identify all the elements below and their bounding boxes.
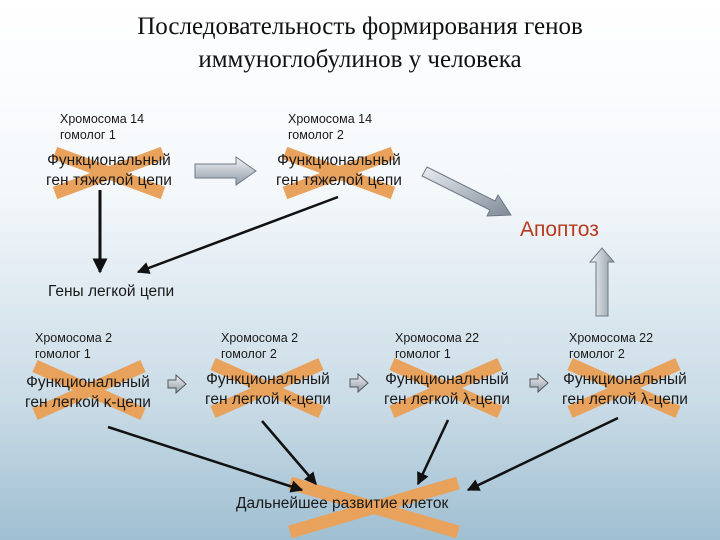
light-chain-genes-label: Гены легкой цепи bbox=[48, 283, 175, 300]
chromosome-name: Хромосома 14 bbox=[288, 112, 373, 126]
homolog-name: гомолог 2 bbox=[569, 347, 625, 361]
light-chrom4-label: Хромосома 22 гомолог 2 bbox=[569, 330, 653, 362]
chromosome-name: Хромосома 22 bbox=[395, 331, 480, 345]
gene-line-1: Функциональный bbox=[47, 152, 171, 169]
title-line-2: иммуноглобулинов у человека bbox=[198, 46, 522, 73]
light-next-block-arrow-2 bbox=[349, 372, 369, 394]
light-gene-3: Функциональный ген легкой λ-цепи bbox=[367, 370, 527, 410]
page-title: Последовательность формирования генов им… bbox=[0, 10, 720, 76]
gene-line-2: ген легкой λ-цепи bbox=[384, 391, 510, 408]
light-next-block-arrow-1 bbox=[167, 373, 187, 395]
gene-line-1: Функциональный bbox=[563, 371, 687, 388]
chromosome-name: Хромосома 22 bbox=[569, 331, 654, 345]
light-gene-1: Функциональный ген легкой κ-цепи bbox=[8, 373, 168, 413]
light-chrom3-label: Хромосома 22 гомолог 1 bbox=[395, 330, 479, 362]
homolog-name: гомолог 1 bbox=[35, 347, 91, 361]
heavy-cross-2 bbox=[282, 146, 396, 200]
apoptosis-block-arrow bbox=[421, 166, 512, 217]
homolog-name: гомолог 2 bbox=[288, 128, 344, 142]
gene-line-1: Функциональный bbox=[385, 371, 509, 388]
light-cross-3 bbox=[389, 358, 503, 418]
heavy-gene-2: Функциональный ген тяжелой цепи bbox=[260, 151, 418, 191]
light-cross-4 bbox=[567, 358, 681, 418]
further-development-cross bbox=[288, 476, 460, 539]
apoptosis-label: Апоптоз bbox=[520, 218, 599, 241]
gene-line-2: ген тяжелой цепи bbox=[46, 172, 172, 189]
heavy2-to-light-arrow bbox=[136, 195, 339, 274]
light4-to-development-arrow bbox=[466, 416, 619, 492]
light-cross-1 bbox=[32, 360, 146, 420]
gene-line-2: ген тяжелой цепи bbox=[276, 172, 402, 189]
light-cross-2 bbox=[210, 358, 324, 418]
light-gene-4: Функциональный ген легкой λ-цепи bbox=[545, 370, 705, 410]
chromosome-name: Хромосома 14 bbox=[60, 112, 145, 126]
homolog-name: гомолог 2 bbox=[221, 347, 277, 361]
title-line-1: Последовательность формирования генов bbox=[137, 13, 583, 40]
light-gene-2: Функциональный ген легкой κ-цепи bbox=[188, 370, 348, 410]
light1-to-development-arrow bbox=[107, 425, 304, 493]
light-chrom1-label: Хромосома 2 гомолог 1 bbox=[35, 330, 112, 362]
homolog-name: гомолог 1 bbox=[60, 128, 116, 142]
light-next-block-arrow-3 bbox=[529, 372, 549, 394]
gene-line-1: Функциональный bbox=[206, 371, 330, 388]
light-chrom2-label: Хромосома 2 гомолог 2 bbox=[221, 330, 298, 362]
light2-to-development-arrow bbox=[261, 420, 317, 485]
heavy-cross-1 bbox=[52, 146, 166, 200]
heavy-next-block-arrow bbox=[194, 156, 257, 186]
gene-line-2: ген легкой κ-цепи bbox=[205, 391, 331, 408]
light3-to-development-arrow bbox=[416, 419, 450, 486]
gene-line-2: ген легкой λ-цепи bbox=[562, 391, 688, 408]
heavy-chrom1-label: Хромосома 14 гомолог 1 bbox=[60, 111, 144, 143]
further-development-label: Дальнейшее развитие клеток bbox=[236, 495, 449, 512]
apoptosis-up-arrow bbox=[588, 247, 616, 317]
gene-line-1: Функциональный bbox=[26, 374, 150, 391]
gene-line-1: Функциональный bbox=[277, 152, 401, 169]
gene-line-2: ген легкой κ-цепи bbox=[25, 394, 151, 411]
chromosome-name: Хромосома 2 bbox=[221, 331, 299, 345]
homolog-name: гомолог 1 bbox=[395, 347, 451, 361]
chromosome-name: Хромосома 2 bbox=[35, 331, 113, 345]
heavy-gene-1: Функциональный ген тяжелой цепи bbox=[30, 151, 188, 191]
heavy-chrom2-label: Хромосома 14 гомолог 2 bbox=[288, 111, 372, 143]
